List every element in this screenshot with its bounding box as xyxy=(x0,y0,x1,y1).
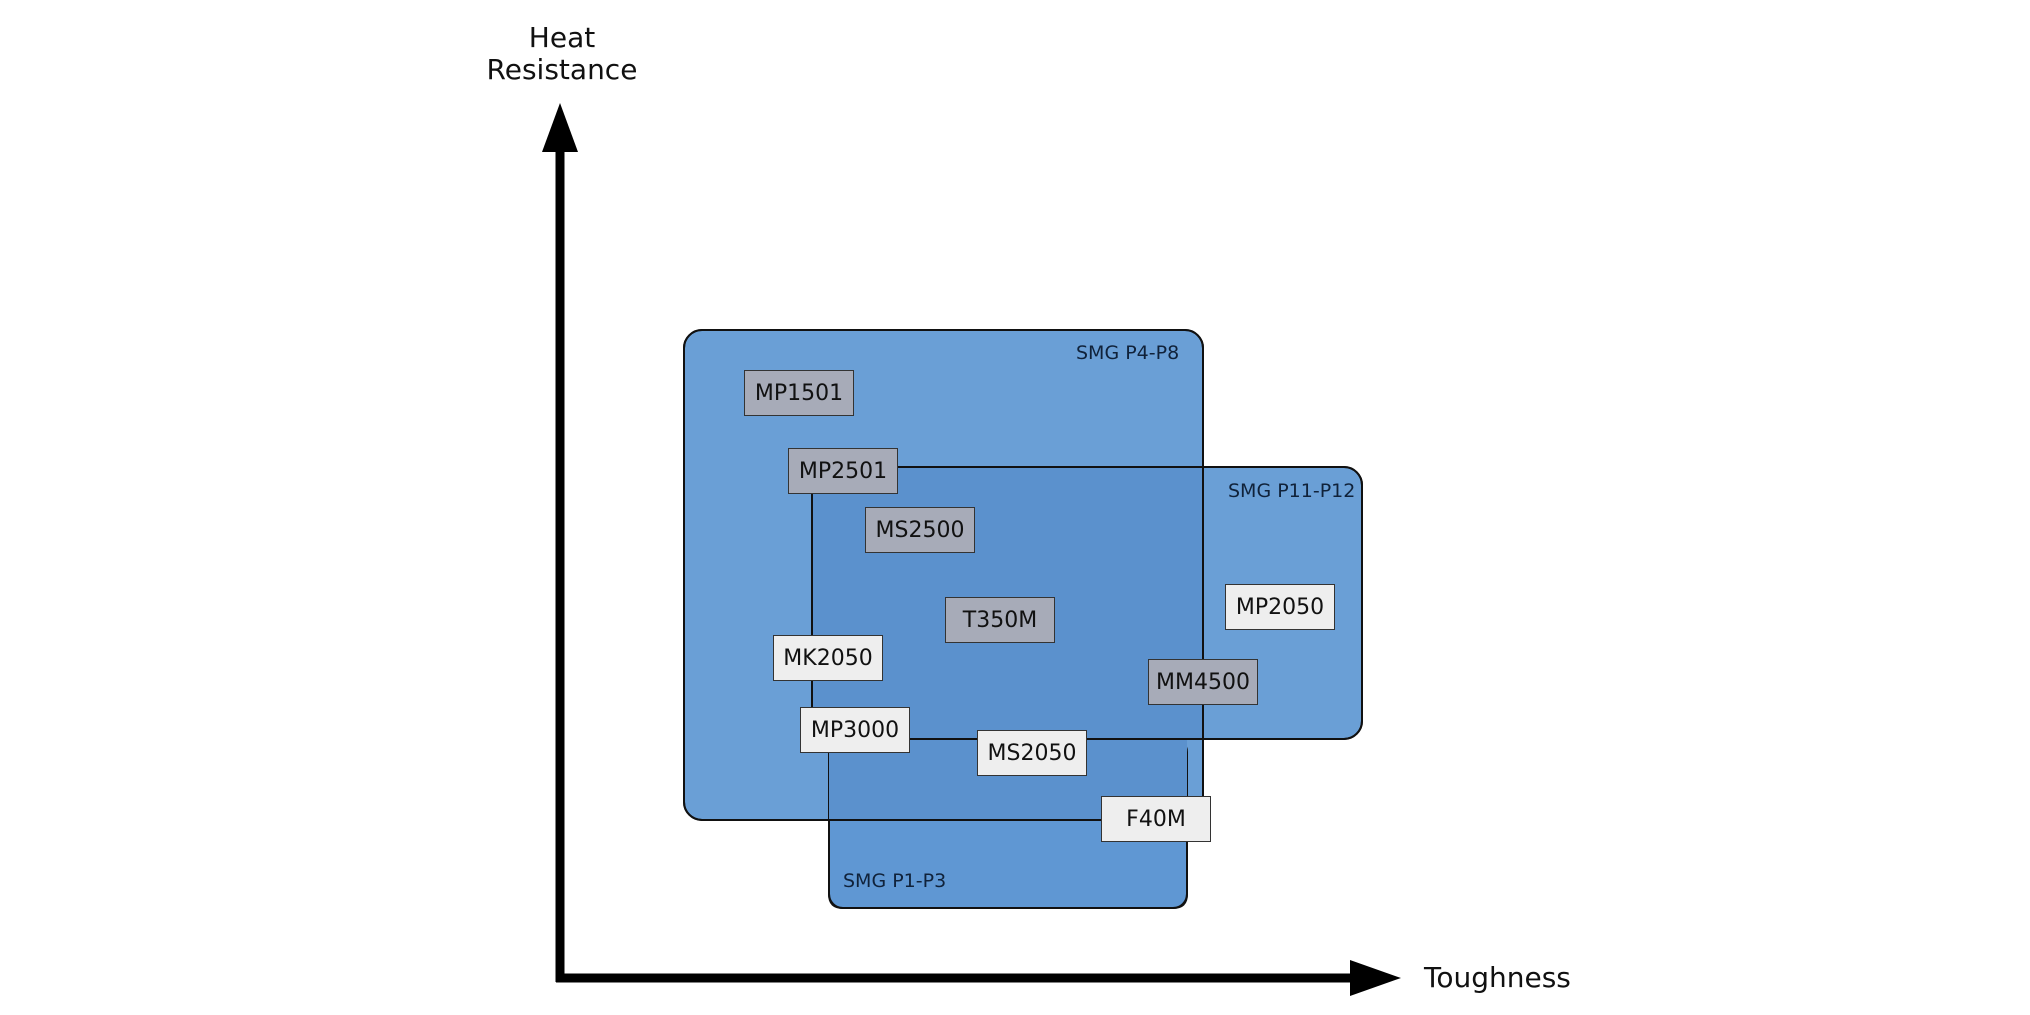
region-outline-p11-p12 xyxy=(811,466,1363,740)
grade-box-mp2501: MP2501 xyxy=(788,448,898,494)
grade-box-mk2050: MK2050 xyxy=(773,635,883,681)
region-label-p4-p8: SMG P4-P8 xyxy=(1076,342,1180,364)
region-label-p1-p3: SMG P1-P3 xyxy=(843,870,947,892)
grade-box-f40m: F40M xyxy=(1101,796,1211,842)
grade-box-ms2050: MS2050 xyxy=(977,730,1087,776)
grade-box-mp1501: MP1501 xyxy=(744,370,854,416)
grade-box-mm4500: MM4500 xyxy=(1148,659,1258,705)
region-label-p11-p12: SMG P11-P12 xyxy=(1228,480,1356,502)
grade-box-ms2500: MS2500 xyxy=(865,507,975,553)
region-outline-p1-p3 xyxy=(828,820,1188,909)
grade-box-mp2050: MP2050 xyxy=(1225,584,1335,630)
x-axis-arrowhead xyxy=(1350,960,1401,996)
grade-box-mp3000: MP3000 xyxy=(800,707,910,753)
y-axis-label-line2: Resistance xyxy=(486,53,638,86)
grade-box-t350m: T350M xyxy=(945,597,1055,643)
x-axis-label: Toughness xyxy=(1424,961,1571,994)
region-outline-p4-p8 xyxy=(683,329,1204,821)
y-axis-arrowhead xyxy=(542,103,578,152)
y-axis-label-line1: Heat xyxy=(528,21,596,54)
y-axis-label: Heat Resistance xyxy=(462,22,662,86)
